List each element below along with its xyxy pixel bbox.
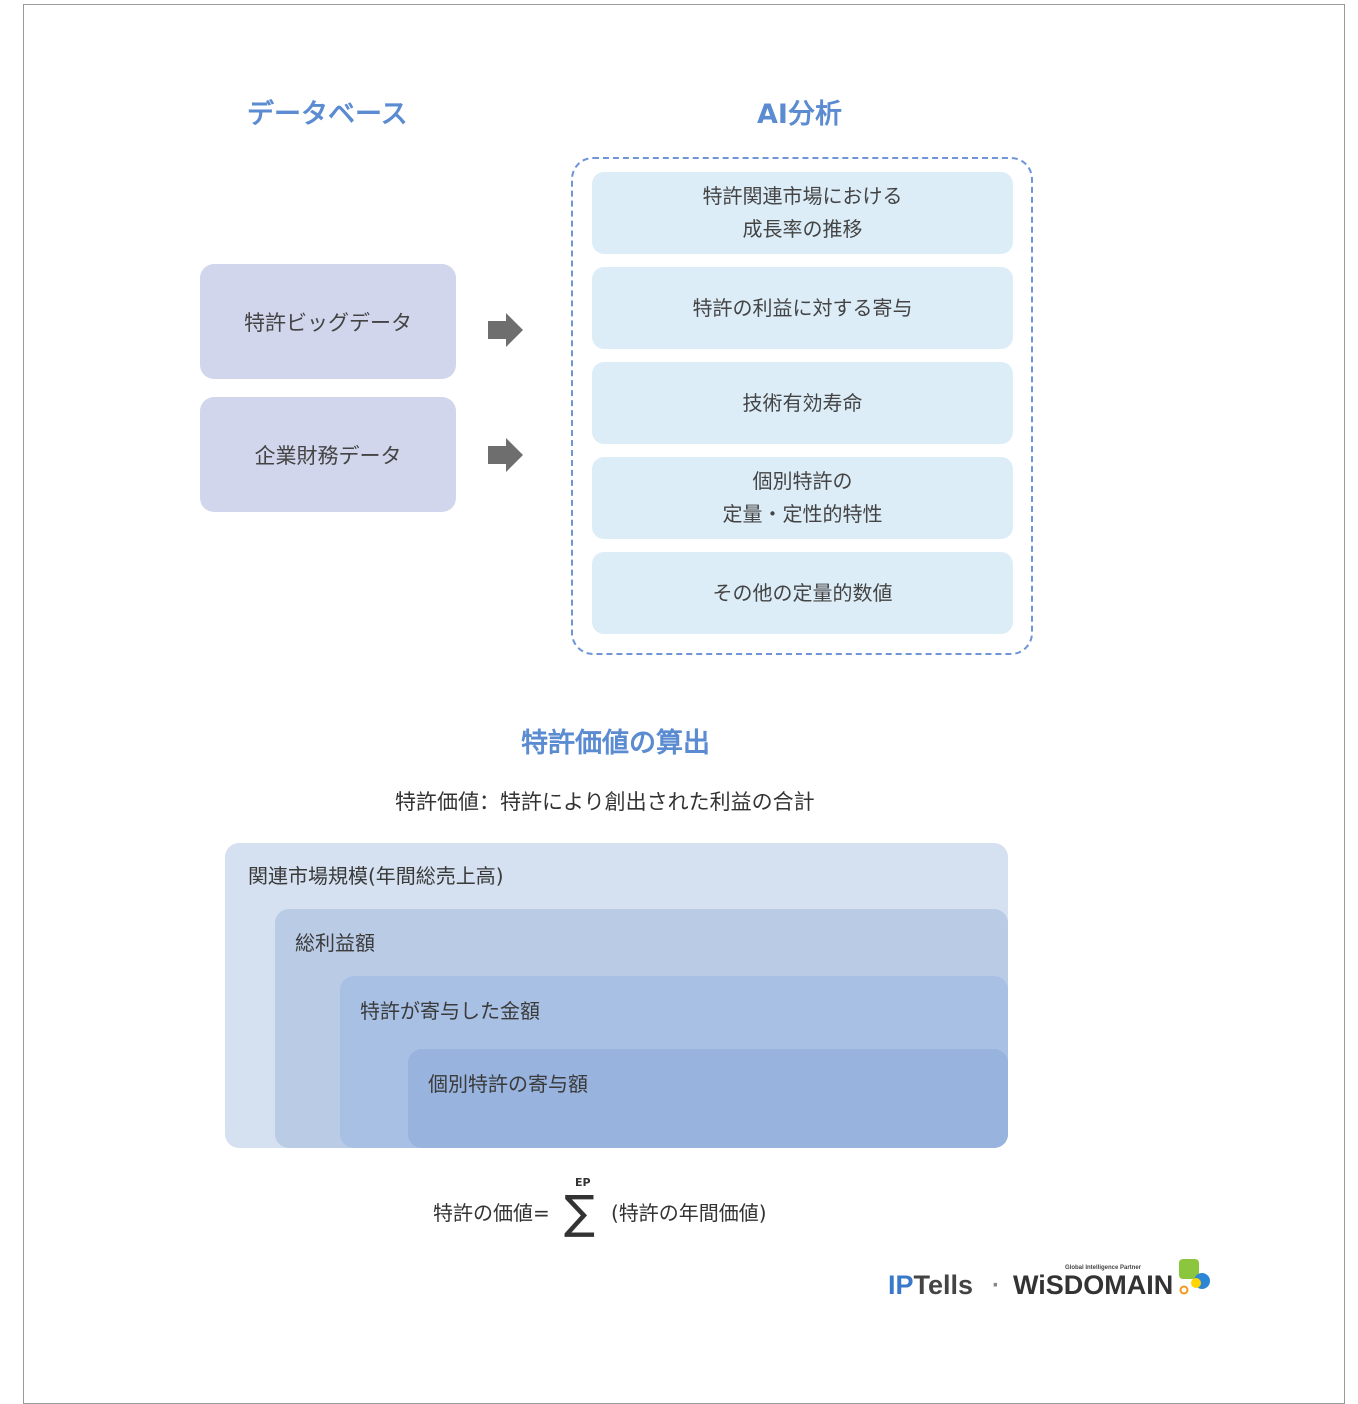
ai-item-line: 技術有効寿命: [742, 390, 863, 415]
ai-item-market-growth: 特許関連市場における 成長率の推移: [592, 172, 1013, 254]
formula-superscript: EP: [575, 1176, 591, 1189]
right-arrow-icon: [488, 438, 523, 472]
nested-label: 関連市場規模(年間総売上高): [248, 864, 504, 888]
formula-rhs: (特許の年間価値): [611, 1201, 767, 1225]
ai-item-line: 個別特許の: [752, 469, 853, 493]
right-arrow-icon: [488, 313, 523, 347]
db-box-label: 特許ビッグデータ: [244, 310, 412, 335]
patent-value-definition: 特許価値：特許により創出された利益の合計: [395, 790, 815, 814]
ai-item-profit-contribution: 特許の利益に対する寄与: [592, 267, 1013, 349]
iptells-logo: IPTells: [888, 1270, 973, 1301]
nested-label: 個別特許の寄与額: [428, 1072, 588, 1096]
calculation-heading: 特許価値の算出: [521, 728, 710, 759]
logo-tells: Tells: [913, 1270, 974, 1300]
ai-item-line: その他の定量的数値: [712, 580, 893, 605]
ai-item-patent-characteristics: 個別特許の 定量・定性的特性: [592, 457, 1013, 539]
logo-ip: IP: [888, 1270, 914, 1300]
nested-box-individual-patent: [408, 1049, 1008, 1148]
nested-label: 総利益額: [295, 931, 375, 955]
wisdomain-mark-icon: [1179, 1259, 1210, 1295]
ai-item-other-quantitative: その他の定量的数値: [592, 552, 1013, 634]
sigma-icon: ∑: [564, 1185, 595, 1239]
wisdomain-logo: WiSDOMAIN: [1013, 1270, 1174, 1300]
ai-item-line: 成長率の推移: [742, 217, 863, 241]
nested-label: 特許が寄与した金額: [360, 999, 540, 1023]
ai-item-line: 定量・定性的特性: [722, 502, 883, 526]
ai-item-tech-lifetime: 技術有効寿命: [592, 362, 1013, 444]
logo-tagline: Global Intelligence Partner: [1065, 1265, 1142, 1271]
db-box-patent-big-data: 特許ビッグデータ: [200, 264, 456, 379]
ai-analysis-heading: AI分析: [757, 99, 842, 130]
db-box-label: 企業財務データ: [254, 443, 402, 468]
database-heading: データベース: [247, 99, 408, 130]
logo-separator: ·: [992, 1272, 1000, 1299]
ai-item-line: 特許の利益に対する寄与: [692, 295, 913, 320]
ai-analysis-container: [571, 157, 1033, 655]
ai-item-line: 特許関連市場における: [702, 184, 903, 208]
formula-lhs: 特許の価値=: [433, 1201, 550, 1225]
db-box-corporate-finance: 企業財務データ: [200, 397, 456, 512]
